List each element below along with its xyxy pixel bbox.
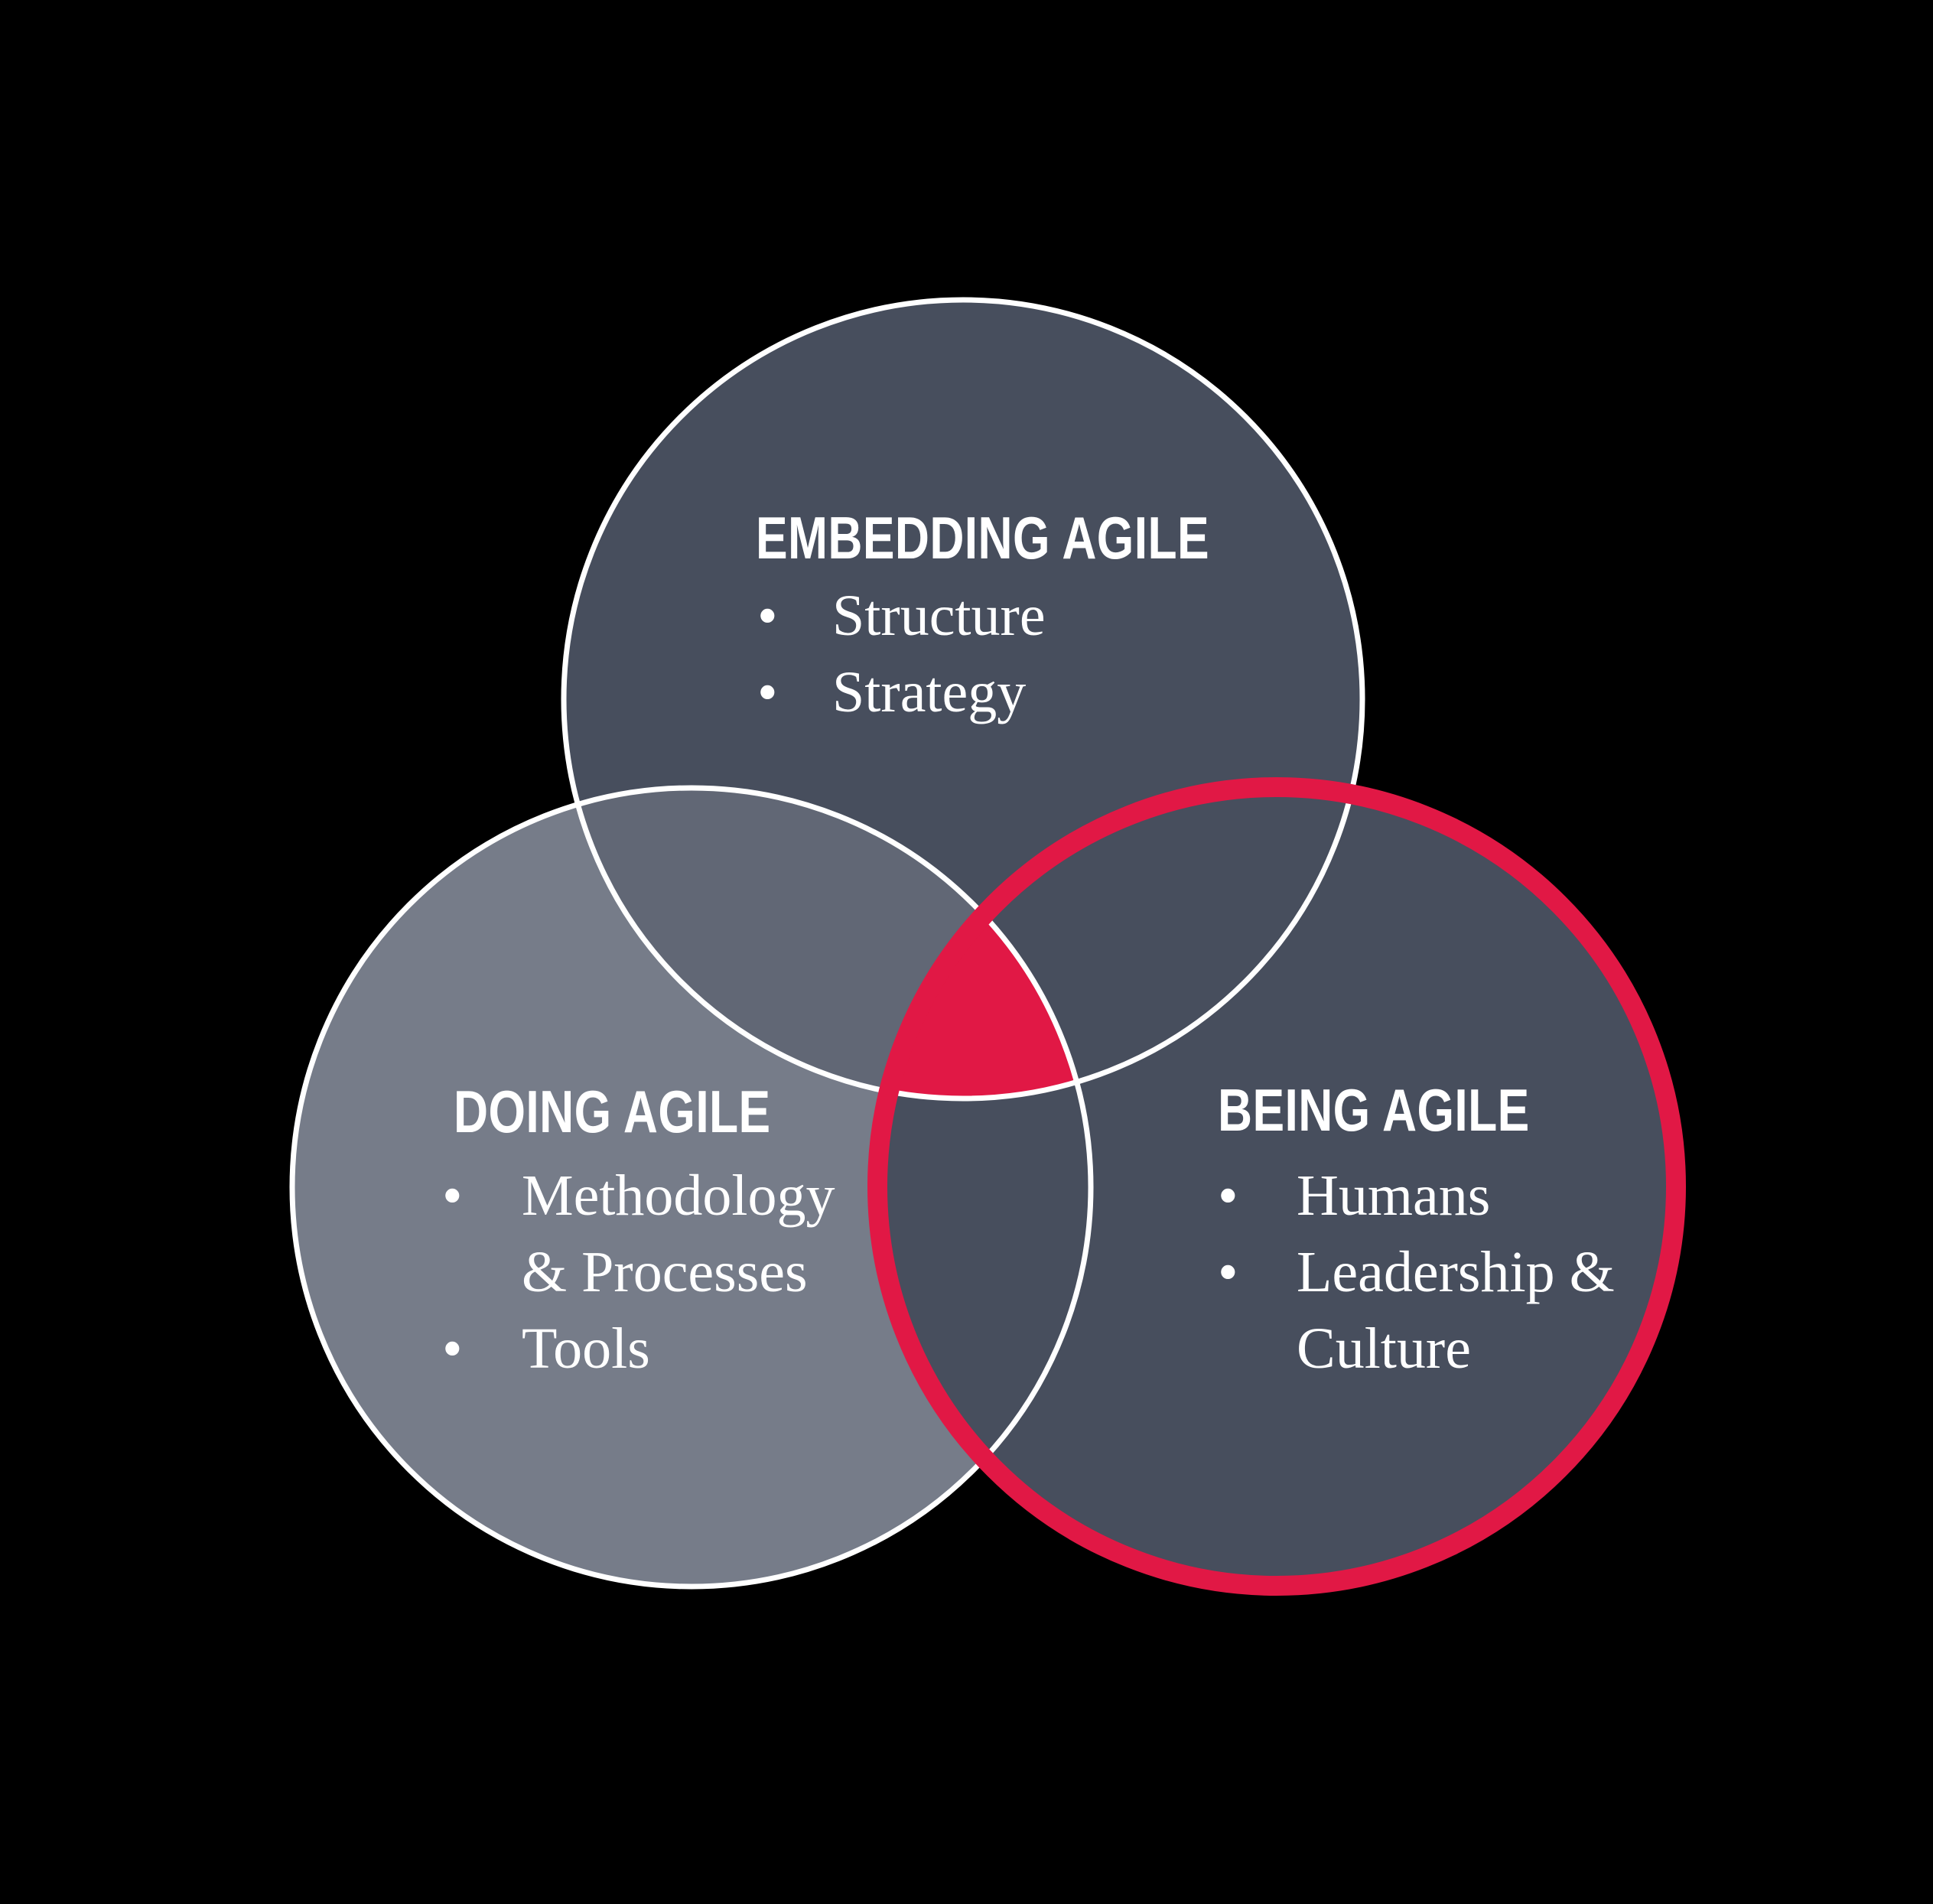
being-bullet-2-glyph: • — [1218, 1240, 1238, 1304]
top-left-overlap — [564, 788, 1091, 1098]
doing-bullet-1-label-line1: Methodology — [522, 1164, 835, 1228]
embedding-bullet-1-glyph: • — [757, 584, 778, 648]
embedding-bullet-1-label: Structure — [832, 584, 1046, 648]
being-agile-title: BEING AGILE — [1218, 1076, 1530, 1143]
embedding-agile-text-group: EMBEDDING AGILE • Structure • Strategy — [756, 504, 1209, 724]
embedding-bullet-2-label: Strategy — [832, 660, 1026, 724]
being-agile-text-group: BEING AGILE • Humans • Leadership & Cult… — [1218, 1076, 1615, 1381]
doing-agile-title: DOING AGILE — [454, 1078, 771, 1144]
doing-bullet-2-label: Tools — [522, 1317, 650, 1381]
being-bullet-1-label: Humans — [1297, 1164, 1490, 1228]
doing-agile-text-group: DOING AGILE • Methodology & Processes • … — [442, 1078, 835, 1381]
doing-bullet-1-glyph: • — [442, 1164, 463, 1228]
being-bullet-1-glyph: • — [1218, 1164, 1238, 1228]
doing-bullet-1-label-line2: & Processes — [522, 1240, 808, 1304]
embedding-agile-circle-outline — [561, 297, 1365, 1102]
doing-bullet-2-glyph: • — [442, 1317, 463, 1381]
doing-agile-circle-outline — [289, 785, 1094, 1590]
embedding-bullet-2-glyph: • — [757, 660, 778, 724]
being-bullet-2-label-line1: Leadership & — [1297, 1240, 1615, 1304]
being-bullet-2-label-line2: Culture — [1297, 1317, 1471, 1381]
being-agile-circle-highlight-outline — [867, 777, 1686, 1596]
embedding-agile-title: EMBEDDING AGILE — [756, 504, 1209, 571]
